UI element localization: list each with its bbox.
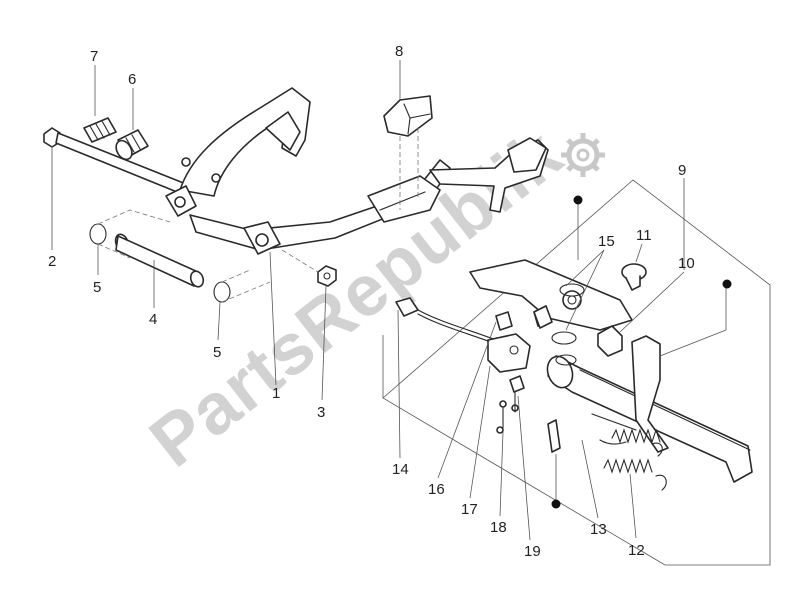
callout-1: 1 <box>272 385 280 402</box>
callout-10: 10 <box>678 255 695 272</box>
part-14-sensor-cable <box>395 297 497 345</box>
bullet-marker <box>551 499 561 509</box>
callout-5-right: 5 <box>213 344 221 361</box>
dash-guide-left <box>97 209 271 303</box>
part-6-bush <box>115 129 149 161</box>
callout-19: 19 <box>524 543 541 560</box>
part-5-circlip-right <box>213 281 231 303</box>
assembly-box-outline <box>382 179 771 566</box>
callout-11: 11 <box>636 227 652 244</box>
part-2-bolt <box>43 127 187 195</box>
callout-3: 3 <box>317 404 325 421</box>
part-17-bracket-bolt <box>496 426 504 434</box>
callout-17: 17 <box>461 501 478 518</box>
callout-5-left: 5 <box>93 279 101 296</box>
part-18-screw <box>499 400 507 429</box>
bullet-marker <box>573 195 583 205</box>
callout-7: 7 <box>90 48 98 65</box>
callout-18: 18 <box>490 519 507 536</box>
callout-6: 6 <box>128 71 136 88</box>
part-9-side-stand <box>469 259 753 483</box>
part-4-sleeve <box>114 233 205 288</box>
gear-icon <box>561 133 605 177</box>
part-11-bumper <box>621 263 647 291</box>
callout-4: 4 <box>149 311 157 328</box>
part-1-center-stand <box>165 87 549 255</box>
part-5-circlip-left <box>89 223 107 245</box>
callout-labels: 7 6 8 9 2 5 4 5 1 3 15 11 10 14 16 17 18… <box>48 43 695 560</box>
callout-13: 13 <box>590 521 607 538</box>
callout-15: 15 <box>598 233 615 250</box>
callout-8: 8 <box>395 43 403 60</box>
part-15-washers <box>551 283 585 366</box>
callout-16: 16 <box>428 481 445 498</box>
part-19-switch-screw <box>509 375 525 413</box>
part-16-switch <box>487 305 553 373</box>
callout-12: 12 <box>628 542 645 559</box>
part-12-springs <box>603 428 667 491</box>
part-3-nut <box>281 249 337 287</box>
part-13-spring-hook <box>547 413 637 453</box>
callout-14: 14 <box>392 461 409 478</box>
leader-lines <box>51 60 727 541</box>
part-7-bush <box>83 117 117 143</box>
callout-9: 9 <box>678 162 686 179</box>
callout-2: 2 <box>48 253 56 270</box>
bullet-marker <box>722 279 732 289</box>
part-10-block <box>597 325 623 357</box>
